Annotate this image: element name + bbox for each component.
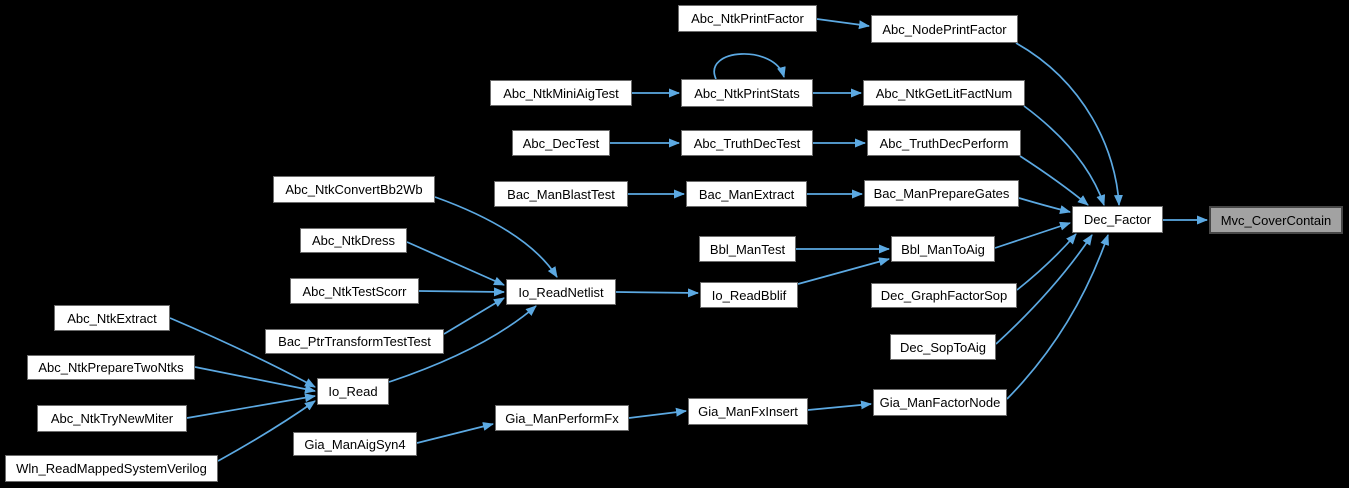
graph-node-bac-manblasttest[interactable]: Bac_ManBlastTest (494, 181, 628, 207)
graph-node-abc-ntkpreparetwontks[interactable]: Abc_NtkPrepareTwoNtks (27, 355, 195, 380)
edge-abc-ntktrynewmiter-io-read (186, 393, 316, 419)
graph-node-abc-nodeprintfactor[interactable]: Abc_NodePrintFactor (871, 15, 1018, 43)
graph-node-bac-manpreparegates[interactable]: Bac_ManPrepareGates (864, 180, 1019, 207)
edge-abc-ntkconvertbb2wb-io-readnetlist (434, 196, 558, 278)
edge-abc-ntkprintstats-abc-ntkprintstats (713, 53, 786, 80)
graph-node-abc-ntkgetlitfactnum[interactable]: Abc_NtkGetLitFactNum (863, 80, 1025, 106)
graph-node-bbl-mantest[interactable]: Bbl_ManTest (699, 236, 796, 262)
graph-node-abc-ntkdress[interactable]: Abc_NtkDress (300, 228, 407, 253)
graph-node-wln-readmappedsystemverilog[interactable]: Wln_ReadMappedSystemVerilog (5, 455, 218, 482)
graph-node-gia-manfactornode[interactable]: Gia_ManFactorNode (873, 389, 1007, 416)
graph-node-io-read[interactable]: Io_Read (317, 378, 389, 405)
edge-bbl-mantoaig-dec-factor (994, 221, 1071, 249)
graph-node-dec-factor[interactable]: Dec_Factor (1072, 206, 1163, 233)
graph-node-bac-ptrtransformtesttest[interactable]: Bac_PtrTransformTestTest (265, 329, 444, 354)
graph-node-bbl-mantoaig[interactable]: Bbl_ManToAig (891, 236, 995, 262)
edge-gia-manaigsyn4-gia-manperformfx (416, 422, 494, 444)
edge-gia-manfactornode-dec-factor (1006, 234, 1109, 400)
graph-node-abc-ntkminiaigtest[interactable]: Abc_NtkMiniAigTest (490, 80, 632, 106)
graph-node-io-readbblif[interactable]: Io_ReadBblif (700, 282, 798, 308)
graph-node-gia-manaigsyn4[interactable]: Gia_ManAigSyn4 (293, 432, 417, 456)
edge-abc-ntkpreparetwontks-io-read (194, 366, 316, 394)
edge-gia-manfxinsert-gia-manfactornode (807, 400, 872, 411)
graph-node-abc-truthdectest[interactable]: Abc_TruthDecTest (681, 130, 813, 156)
edge-abc-ntkprintfactor-abc-nodeprintfactor (816, 18, 870, 30)
graph-node-abc-ntkconvertbb2wb[interactable]: Abc_NtkConvertBb2Wb (273, 176, 435, 203)
graph-node-io-readnetlist[interactable]: Io_ReadNetlist (506, 279, 616, 305)
graph-node-abc-ntkprintfactor[interactable]: Abc_NtkPrintFactor (678, 5, 817, 32)
graph-node-abc-dectest[interactable]: Abc_DecTest (512, 130, 610, 156)
graph-node-abc-ntkprintstats[interactable]: Abc_NtkPrintStats (681, 79, 813, 107)
edge-abc-ntktestscorr-io-readnetlist (418, 287, 505, 297)
edge-abc-ntkgetlitfactnum-dec-factor (1023, 105, 1106, 206)
graph-node-bac-manextract[interactable]: Bac_ManExtract (686, 181, 807, 207)
graph-node-gia-manfxinsert[interactable]: Gia_ManFxInsert (688, 398, 808, 425)
graph-node-abc-ntktestscorr[interactable]: Abc_NtkTestScorr (290, 278, 419, 304)
graph-node-abc-ntkextract[interactable]: Abc_NtkExtract (54, 305, 170, 331)
edge-bac-manpreparegates-dec-factor (1018, 197, 1071, 214)
graph-node-abc-ntktrynewmiter[interactable]: Abc_NtkTryNewMiter (37, 405, 187, 432)
edge-bac-ptrtransformtesttest-io-readnetlist (443, 297, 505, 335)
graph-node-abc-truthdecperform[interactable]: Abc_TruthDecPerform (867, 130, 1021, 156)
edge-io-readnetlist-io-readbblif (615, 288, 699, 298)
edge-dec-graphfactorsop-dec-factor (1016, 233, 1077, 291)
graph-node-dec-graphfactorsop[interactable]: Dec_GraphFactorSop (871, 283, 1017, 308)
graph-node-gia-manperformfx[interactable]: Gia_ManPerformFx (495, 405, 629, 431)
edge-gia-manperformfx-gia-manfxinsert (628, 407, 687, 419)
edge-abc-nodeprintfactor-dec-factor (1015, 42, 1123, 206)
graph-node-dec-soptoaig[interactable]: Dec_SopToAig (890, 334, 996, 360)
edge-abc-truthdecperform-dec-factor (1019, 155, 1089, 206)
edge-abc-ntkdress-io-readnetlist (406, 241, 505, 286)
graph-node-mvc-covercontain: Mvc_CoverContain (1209, 206, 1343, 234)
edge-io-readbblif-bbl-mantoaig (797, 257, 890, 285)
